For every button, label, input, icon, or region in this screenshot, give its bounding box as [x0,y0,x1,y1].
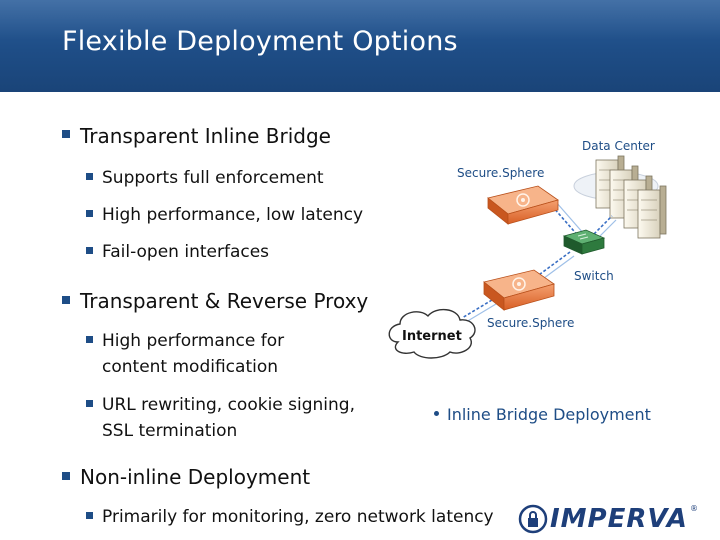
logo-registered-mark: ® [690,504,698,513]
logo-wordmark: IMPERVA [550,504,688,534]
caption-text: Inline Bridge Deployment [447,405,651,424]
section-heading-reverse-proxy: Transparent & Reverse Proxy [80,289,369,313]
sub-bullet-marker [86,400,93,407]
sub-bullet-marker [86,173,93,180]
imperva-lock-icon [518,504,548,534]
server-rack-icon [595,155,667,239]
securesphere-top-label: Secure.Sphere [457,166,545,180]
network-diagram [388,155,667,359]
list-item: Supports full enforcement [102,168,324,188]
internet-label: Internet [402,329,462,344]
sub-bullet-marker [86,247,93,254]
sub-bullet-marker [86,210,93,217]
slide-title: Flexible Deployment Options [62,26,458,57]
title-bar: Flexible Deployment Options [0,0,720,92]
internet-cloud-icon [388,309,476,359]
securesphere-bottom-label: Secure.Sphere [487,316,575,330]
sub-bullet-marker [86,336,93,343]
securesphere-appliance-top-icon [487,185,559,225]
bullet-marker [62,472,70,480]
diagram-caption: Inline Bridge Deployment [434,405,651,424]
data-center-label: Data Center [582,139,655,153]
list-item: High performance for [102,331,285,351]
list-item: Fail-open interfaces [102,242,270,262]
switch-label: Switch [574,269,614,283]
section-heading-inline-bridge: Transparent Inline Bridge [80,124,331,148]
caption-bullet [434,411,439,416]
network-links [461,201,617,323]
bullet-marker [62,296,70,304]
title-bar-gloss [0,0,720,40]
switch-icon [562,229,606,255]
bullet-marker [62,130,70,138]
sub-bullet-marker [86,512,93,519]
securesphere-appliance-bottom-icon [483,269,555,311]
imperva-logo: IMPERVA ® [518,502,698,536]
list-item-continuation: SSL termination [102,421,238,441]
list-item: Primarily for monitoring, zero network l… [102,507,494,527]
section-heading-non-inline: Non-inline Deployment [80,465,311,489]
list-item: High performance, low latency [102,205,364,225]
list-item-continuation: content modification [102,357,279,377]
list-item: URL rewriting, cookie signing, [102,395,355,415]
